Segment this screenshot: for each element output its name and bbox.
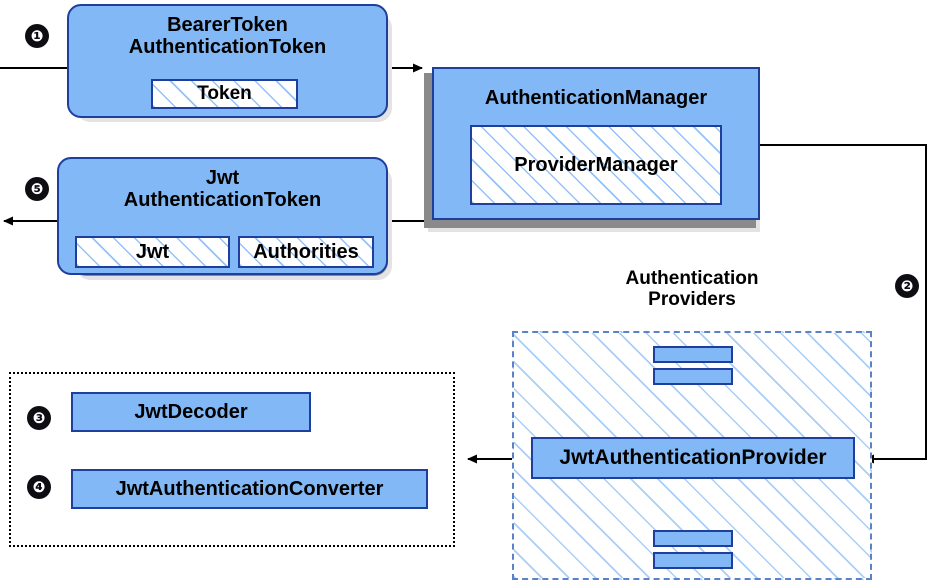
compartment-jwt: Jwt <box>75 236 230 268</box>
compartment-token: Token <box>151 79 298 109</box>
step-badge-3: ❸ <box>27 406 51 430</box>
step-badge-1: ❶ <box>25 24 49 48</box>
compartment-provider-manager: ProviderManager <box>470 125 722 205</box>
compartment-label: Jwt <box>135 240 170 263</box>
node-jwt-authentication-provider[interactable]: JwtAuthenticationProvider <box>531 437 855 479</box>
compartment-label: Authorities <box>253 240 359 263</box>
step-badge-4: ❹ <box>27 475 51 499</box>
node-title-line-1: Jwt <box>205 167 240 189</box>
node-jwt-decoder[interactable]: JwtDecoder <box>71 392 311 432</box>
generic-provider-bar <box>653 346 733 363</box>
generic-provider-bar <box>653 552 733 569</box>
compartment-authorities: Authorities <box>238 236 374 268</box>
node-title-line-2: AuthenticationToken <box>128 36 327 59</box>
node-title: JwtAuthenticationProvider <box>559 446 827 470</box>
compartment-label: Token <box>197 83 252 104</box>
node-title-line-2: AuthenticationToken <box>123 189 322 212</box>
caption-line-2: Providers <box>648 289 736 311</box>
step-badge-2: ❷ <box>895 274 919 298</box>
generic-provider-stack-bottom <box>653 530 733 569</box>
generic-provider-stack-top <box>653 346 733 385</box>
generic-provider-bar <box>653 368 733 385</box>
step-badge-5: ❺ <box>25 177 49 201</box>
generic-provider-bar <box>653 530 733 547</box>
node-title: JwtDecoder <box>134 400 248 423</box>
caption-line-1: Authentication <box>625 268 759 289</box>
compartment-label: ProviderManager <box>514 153 678 176</box>
node-title: AuthenticationManager <box>484 87 708 109</box>
group-authentication-providers-caption: Authentication Providers <box>592 268 792 311</box>
node-jwt-authentication-converter[interactable]: JwtAuthenticationConverter <box>71 469 428 509</box>
node-title-line-1: BearerToken <box>167 14 288 36</box>
node-title: JwtAuthenticationConverter <box>115 477 384 500</box>
